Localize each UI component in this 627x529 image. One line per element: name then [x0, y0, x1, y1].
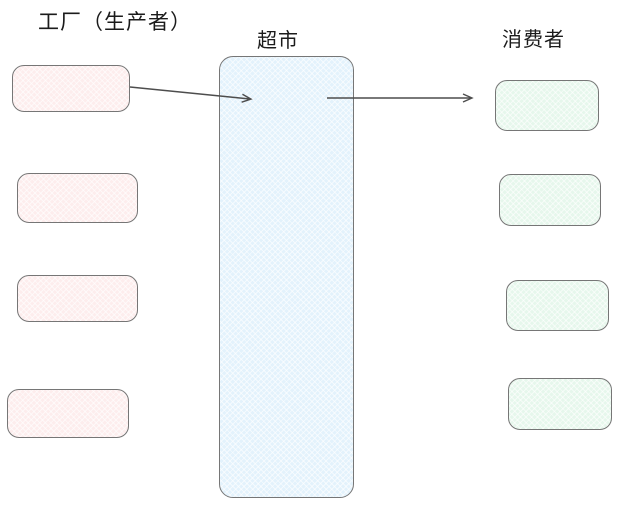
consumer-box-2[interactable] [499, 174, 601, 226]
consumers-column-label: 消费者 [502, 27, 565, 51]
producer-box-1[interactable] [12, 65, 130, 112]
supermarket-box[interactable] [219, 56, 354, 498]
arrow-producer-to-supermarket[interactable] [129, 86, 253, 103]
consumer-box-1[interactable] [495, 80, 599, 131]
supermarket-column-label: 超市 [257, 28, 299, 52]
producer-box-3[interactable] [17, 275, 138, 322]
producers-column-label: 工厂（生产者） [38, 10, 192, 34]
producer-box-4[interactable] [7, 389, 129, 438]
consumer-box-4[interactable] [508, 378, 612, 430]
producer-box-2[interactable] [17, 173, 138, 223]
consumer-box-3[interactable] [506, 280, 609, 331]
